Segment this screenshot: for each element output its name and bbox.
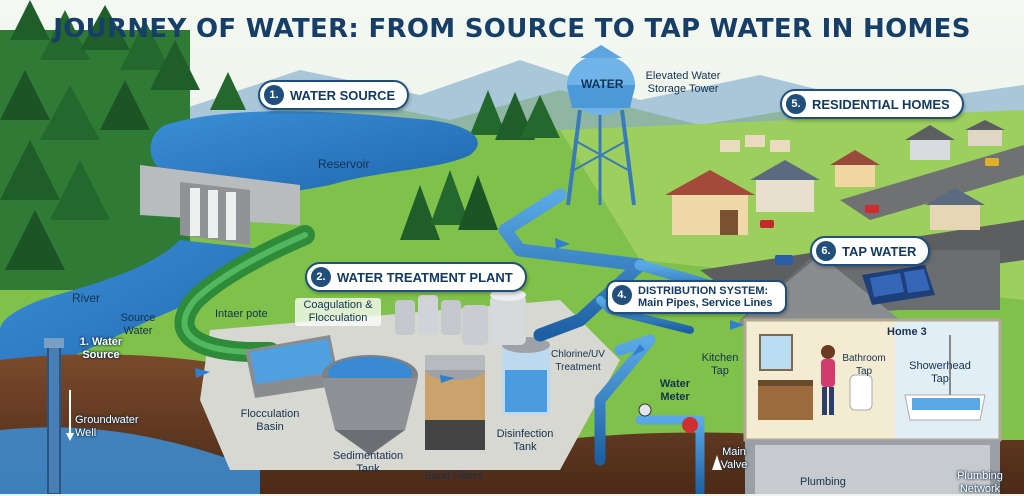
label-disinfection-tank: Disinfection Tank <box>496 428 554 453</box>
stage-number: 5. <box>786 94 806 114</box>
stage-badge-tap-water: 6. TAP WATER <box>810 236 931 266</box>
stage-number: 4. <box>612 285 632 305</box>
label-flocculation-basin: Flocculation Basin <box>240 408 300 433</box>
label-source-water: Source Water <box>120 312 156 337</box>
label-coagulation: Coagulation & Flocculation <box>295 298 381 326</box>
label-water-meter: Water Meter <box>659 378 691 403</box>
sand-filter <box>425 355 485 450</box>
flow-arrows <box>195 238 744 470</box>
groundwater-well <box>44 338 74 494</box>
label-plumbing: Plumbing <box>800 476 846 488</box>
stage-badge-treatment-plant: 2. WATER TREATMENT PLANT <box>305 262 527 292</box>
stage-number: 1. <box>264 85 284 105</box>
stage-label: WATER SOURCE <box>290 87 396 103</box>
label-river: River <box>72 291 101 305</box>
aquifer <box>0 427 260 494</box>
stage-label: TAP WATER <box>842 243 917 259</box>
water-tower <box>566 45 636 206</box>
label-plumbing-network: Plumbing Network <box>957 470 1003 495</box>
label-bathroom-tap: Bathroom Tap <box>842 353 886 377</box>
label-tower-word: WATER <box>581 77 624 91</box>
stage-number: 2. <box>311 267 331 287</box>
dam <box>140 165 300 245</box>
label-water-source-small: 1. Water Source <box>79 336 123 361</box>
cutaway-house <box>735 250 1002 494</box>
stage-label: WATER TREATMENT PLANT <box>337 269 513 285</box>
stage-badge-residential-homes: 5. RESIDENTIAL HOMES <box>780 89 964 119</box>
stage-sublabel: Main Pipes, Service Lines <box>638 297 773 309</box>
label-groundwater-well: Groundwater Well <box>75 414 139 439</box>
chemical-tanks <box>395 289 526 345</box>
label-chlorine-uv: Chlorine/UV Treatment <box>551 349 605 373</box>
label-sedimentation-tank: Sedimentation Tank <box>332 450 404 475</box>
label-main-valve: Main Valve <box>720 446 748 471</box>
trees-center <box>400 90 560 240</box>
label-reservoir: Reservoir <box>318 157 370 171</box>
reservoir-lake <box>150 111 478 194</box>
label-intake-pipe: Intaer pote <box>215 308 268 320</box>
stage-badge-water-source: 1. WATER SOURCE <box>258 80 410 110</box>
label-showerhead-tap: Showerhead Tap <box>909 360 971 385</box>
label-sand-filters: Sand Filters <box>424 470 483 482</box>
page-title: JOURNEY OF WATER: FROM SOURCE TO TAP WAT… <box>53 14 971 44</box>
label-home: Home 3 <box>887 326 927 338</box>
river <box>0 240 270 390</box>
stage-number: 6. <box>816 241 836 261</box>
water-meter-and-valve <box>638 403 698 433</box>
sedimentation-tank <box>322 355 418 455</box>
stage-label: DISTRIBUTION SYSTEM: <box>638 285 769 297</box>
label-kitchen-tap: Kitchen Tap <box>701 352 739 377</box>
label-tower-caption: Elevated Water Storage Tower <box>645 70 721 95</box>
stage-badge-distribution: 4. DISTRIBUTION SYSTEM: Main Pipes, Serv… <box>606 280 787 314</box>
flocculation-basin <box>245 335 340 398</box>
stage-label: RESIDENTIAL HOMES <box>812 96 950 112</box>
